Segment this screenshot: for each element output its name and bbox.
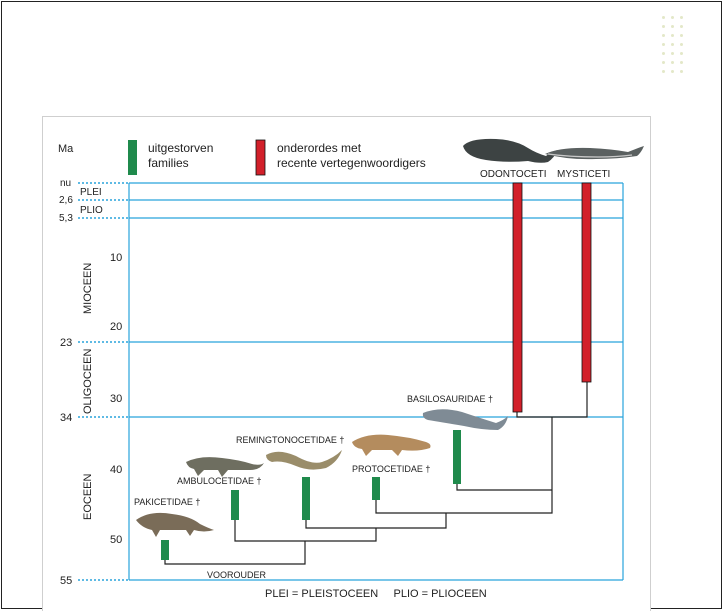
tick-nu: nu [60, 178, 71, 189]
remingtonocetus-illustration [266, 450, 342, 470]
label-odontoceti: ODONTOCETI [480, 169, 546, 180]
bar-ambulocetidae [231, 490, 239, 520]
legend-extinct-label-2: families [148, 156, 189, 170]
label-mysticeti: MYSTICETI [557, 169, 610, 180]
abbreviation-footnote: PLEI = PLEISTOCEEN PLIO = PLIOCEEN [265, 588, 487, 600]
bar-mysticeti [581, 182, 592, 383]
label-vooroudere: VOOROUDER [207, 570, 267, 580]
baleen-whale-illustration [545, 146, 644, 160]
epoch-mioceen: MIOCEEN [82, 263, 94, 314]
time-boundaries [78, 182, 624, 581]
ambulocetus-illustration [186, 457, 264, 477]
epoch-oligoceen: OLIGOCEEN [82, 349, 94, 414]
tick-50: 50 [110, 534, 122, 546]
tick-30: 30 [110, 393, 122, 405]
pakicetus-illustration [136, 512, 214, 537]
legend-extinct-label-1: uitgestorven [148, 141, 213, 155]
label-remingtonocetidae: REMINGTONOCETIDAE † [236, 435, 344, 445]
epoch-plei: PLEI [80, 187, 102, 198]
legend-extinct-swatch [128, 140, 137, 175]
bar-pakicetidae [161, 540, 169, 560]
tick-20: 20 [110, 321, 122, 333]
tick-40: 40 [110, 464, 122, 476]
bar-protocetidae [372, 477, 380, 500]
label-ambulocetidae: AMBULOCETIDAE † [177, 476, 262, 486]
tick-5-3: 5,3 [59, 213, 73, 224]
legend-extant-label-2: recente vertegenwoordigers [277, 156, 426, 170]
decorative-dot-grid [660, 14, 688, 76]
epoch-plio: PLIO [80, 205, 103, 216]
tick-55: 55 [60, 575, 72, 587]
tick-10: 10 [110, 252, 122, 264]
tick-23: 23 [60, 337, 72, 349]
tick-34: 34 [60, 412, 72, 424]
phylogeny-branches [164, 382, 588, 565]
label-basilosauridae: BASILOSAURIDAE † [407, 394, 493, 404]
bar-remingtonocetidae [302, 477, 310, 520]
bar-odontoceti [512, 182, 523, 413]
legend-extant-label-1: onderordes met [277, 141, 362, 155]
tick-2-6: 2,6 [59, 195, 73, 206]
protocetus-illustration [352, 434, 431, 456]
label-protocetidae: PROTOCETIDAE † [352, 464, 430, 474]
epoch-eoceen: EOCEEN [82, 473, 94, 520]
label-pakicetidae: PAKICETIDAE † [134, 497, 200, 507]
sperm-whale-illustration [463, 138, 558, 163]
legend-extant-swatch [255, 139, 266, 176]
bar-basilosauridae [453, 430, 461, 484]
basilosaurus-illustration [422, 409, 508, 430]
axis-unit-label: Ma [58, 143, 74, 155]
